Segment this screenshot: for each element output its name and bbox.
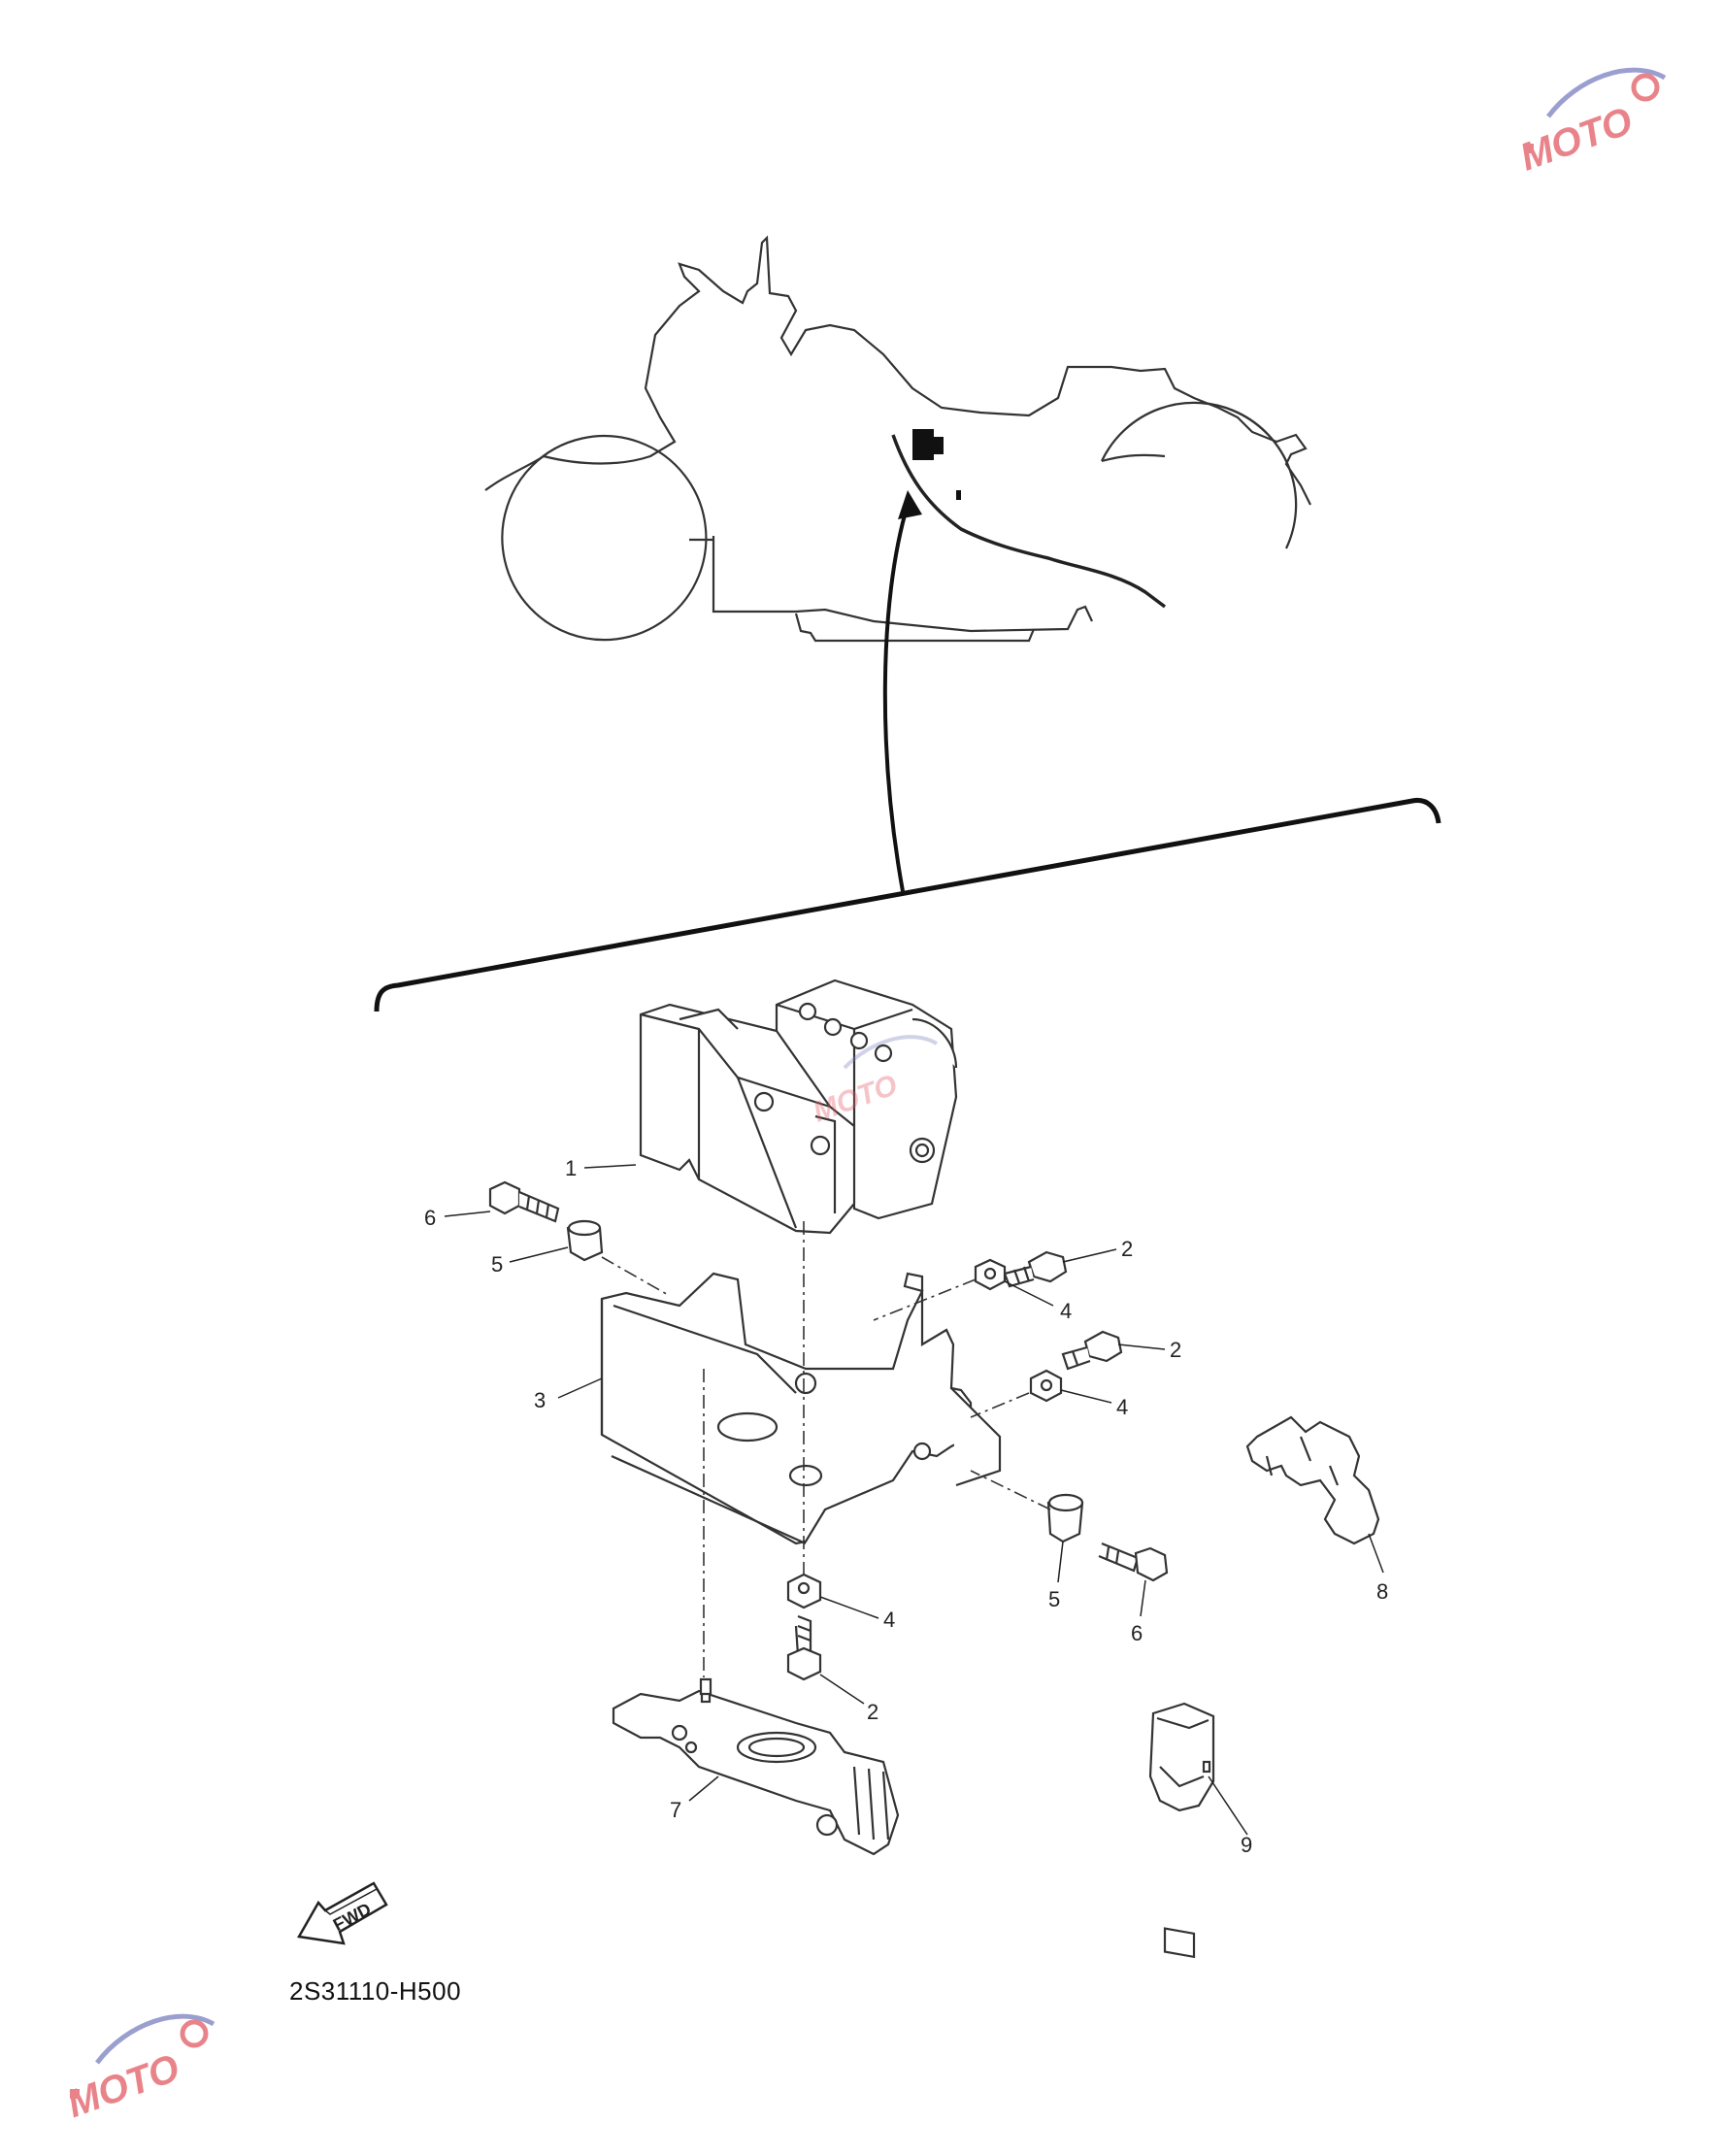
watermark-logo-top: MOTO	[1514, 67, 1667, 180]
callout-4: 4	[1116, 1395, 1128, 1419]
abs-location-marker	[912, 429, 934, 460]
fasteners	[488, 1180, 1169, 1696]
assembly-lines	[601, 1221, 1051, 1677]
callout-1: 1	[565, 1156, 577, 1180]
washer-upper	[974, 1258, 1007, 1291]
callout-5: 5	[1048, 1587, 1060, 1611]
callout-3: 3	[534, 1388, 546, 1412]
bolt-lower-right	[1098, 1542, 1169, 1582]
drawing-code: 2S31110-H500	[289, 1976, 462, 2006]
lower-bracket	[612, 1682, 900, 1856]
callout-2: 2	[1170, 1338, 1181, 1362]
fwd-arrow-icon: FWD	[297, 1881, 388, 1945]
callout-4: 4	[1060, 1299, 1072, 1323]
connector	[1148, 1702, 1215, 1959]
svg-text:MOTO: MOTO	[61, 2046, 184, 2126]
abs-unit	[639, 978, 958, 1235]
callout-2: 2	[1121, 1237, 1133, 1261]
mounting-bracket	[600, 1272, 1002, 1545]
bolt-mid-right	[1061, 1330, 1123, 1371]
callout-6: 6	[424, 1206, 436, 1230]
detail-bracket	[374, 797, 1441, 1012]
callout-4: 4	[883, 1608, 895, 1632]
callout-5: 5	[491, 1252, 503, 1277]
motorcycle-silhouette	[484, 235, 1311, 643]
collar-lower-right	[1046, 1493, 1084, 1543]
callout-8: 8	[1376, 1579, 1388, 1604]
clamp	[1245, 1415, 1380, 1545]
bolt-lower	[786, 1614, 822, 1681]
callout-2: 2	[867, 1700, 878, 1724]
bolt-upper-left	[488, 1180, 560, 1223]
washer-mid	[1029, 1369, 1063, 1403]
callout-7: 7	[670, 1798, 681, 1822]
callout-9: 9	[1241, 1833, 1252, 1857]
pin	[699, 1677, 712, 1696]
washer-lower	[786, 1573, 822, 1609]
location-pointer-line	[882, 504, 910, 892]
bolt-upper-right	[1003, 1250, 1068, 1288]
callout-6: 6	[1131, 1621, 1143, 1645]
wiring-harness	[891, 434, 1167, 609]
callout-leaders	[444, 1164, 1384, 1836]
location-pointer-arrowhead	[898, 490, 922, 519]
svg-text:MOTO: MOTO	[1514, 99, 1638, 179]
callout-numbers: 1 6 5 2 4 3 2 4 8 5 6 4 2 7 9	[424, 1156, 1388, 1857]
collar-upper-left	[566, 1219, 604, 1262]
watermark-logo-bottom: MOTO	[61, 2013, 215, 2126]
